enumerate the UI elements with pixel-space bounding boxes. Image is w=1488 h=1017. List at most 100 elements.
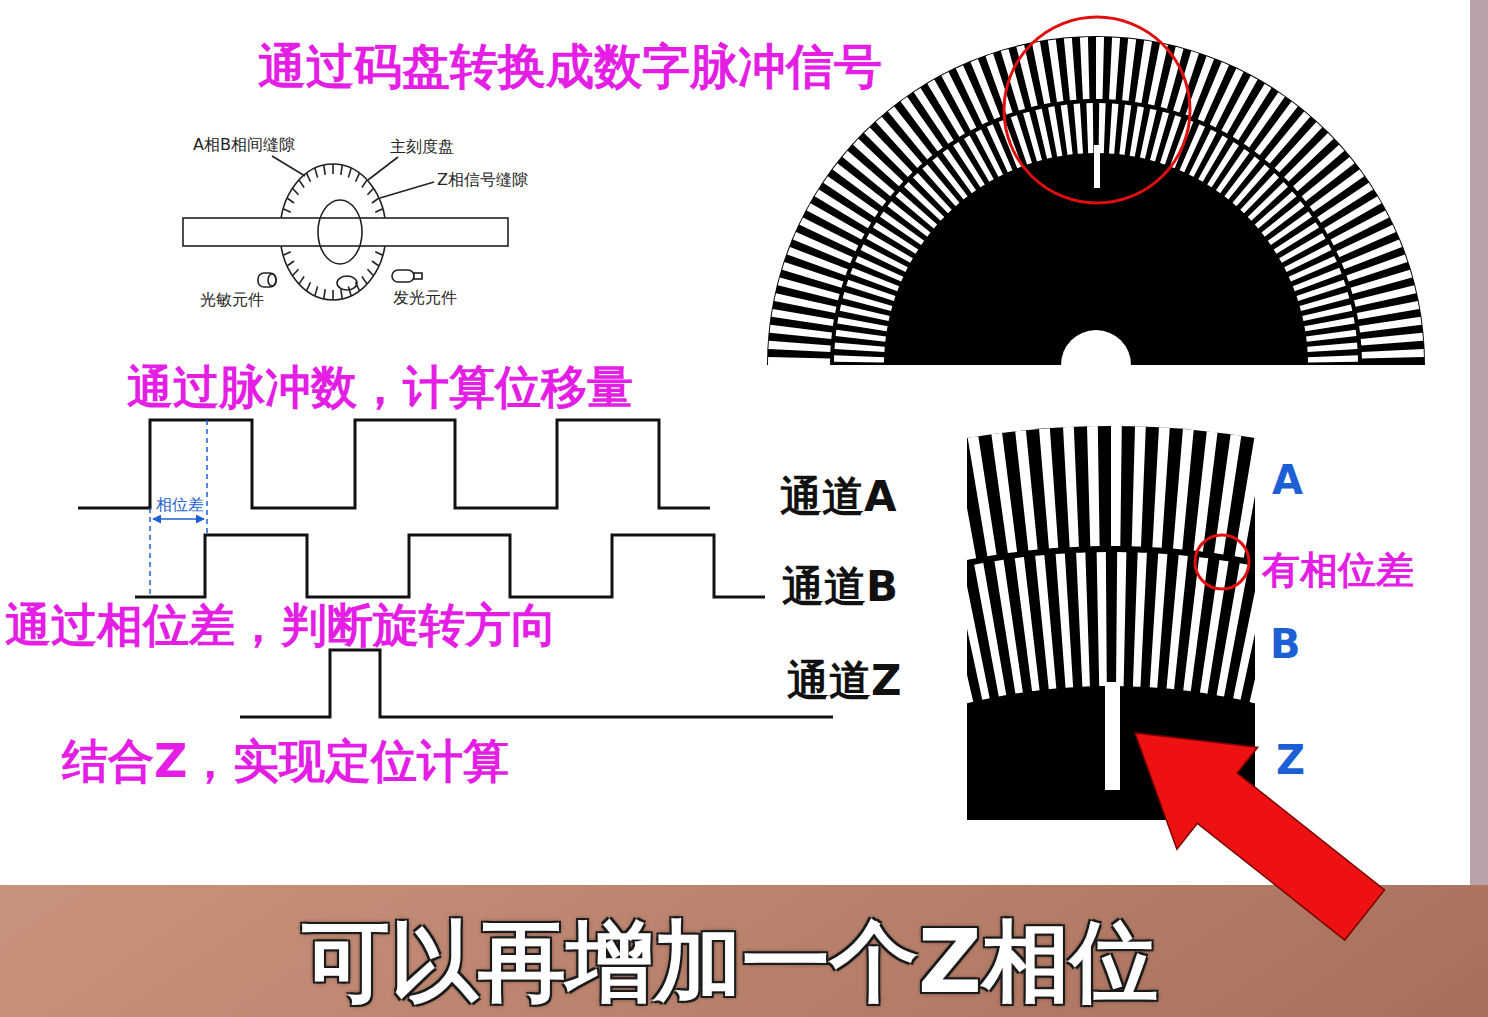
zoom-stripe xyxy=(1116,552,1126,686)
disc-tick xyxy=(287,198,294,203)
disc-stripe xyxy=(1109,103,1118,153)
disc-stripe xyxy=(768,357,830,365)
zoom-stripe xyxy=(1150,553,1168,687)
disc-tick xyxy=(324,165,325,175)
zoom-stripe xyxy=(1097,552,1107,686)
track-label: A xyxy=(1272,458,1303,502)
zoom-stripe xyxy=(1152,427,1169,547)
disc-stripe xyxy=(768,341,830,352)
photo-strip xyxy=(1470,0,1488,885)
zoom-stripe xyxy=(1233,567,1255,700)
disc-tick xyxy=(299,180,304,188)
disc-stripe xyxy=(1035,109,1052,159)
disc-stripe xyxy=(1032,42,1051,104)
zoom-view xyxy=(967,426,1255,820)
disc-stripe xyxy=(793,232,853,263)
zoom-stripe xyxy=(968,436,997,556)
disc-tick xyxy=(356,173,360,182)
light-emitter-lead xyxy=(414,273,422,279)
highlight-circle xyxy=(1004,17,1190,203)
zoom-stripe xyxy=(1015,557,1040,691)
disc-stripe xyxy=(975,130,1003,177)
disc-stripe xyxy=(836,330,886,342)
part-label: 发光元件 xyxy=(393,289,457,307)
disc-stripe xyxy=(1119,105,1131,155)
disc-stripe xyxy=(1096,37,1104,99)
disc-stripe xyxy=(1357,301,1419,320)
z-slot xyxy=(1105,682,1120,790)
disc-hub xyxy=(1061,330,1131,365)
disc-stripe xyxy=(1109,37,1120,99)
disc-stripe xyxy=(1048,106,1062,156)
disc-tick xyxy=(292,188,298,194)
phase-guide xyxy=(149,508,151,597)
disc-stripe xyxy=(1304,317,1354,331)
phase-label: 相位差 xyxy=(156,496,204,514)
phase-arrow xyxy=(153,518,204,520)
disc-tick xyxy=(341,165,342,175)
disc-tick xyxy=(348,168,351,177)
zoom-body xyxy=(967,426,1255,820)
disc-tick xyxy=(372,261,379,266)
zoom-stripe xyxy=(1039,428,1058,548)
zoom-stripe xyxy=(1063,427,1079,547)
disc-stripe xyxy=(834,343,884,352)
disc-tick xyxy=(283,209,291,212)
part-label: 主刻度盘 xyxy=(390,138,454,156)
disc-tick xyxy=(372,198,379,203)
part-label: 光敏元件 xyxy=(200,291,264,309)
highlight-circle xyxy=(1195,535,1249,589)
disc-stripe xyxy=(799,218,858,252)
zoom-stripe xyxy=(1035,555,1056,689)
zoom-stripe xyxy=(1076,552,1090,686)
channel-b-wave xyxy=(135,535,765,597)
disc-stripe xyxy=(1302,304,1352,321)
z-slot xyxy=(1094,145,1100,188)
disc-tick xyxy=(315,287,318,296)
disc-stripe xyxy=(1135,41,1152,103)
disc-stripe xyxy=(1307,343,1357,352)
disc-tick xyxy=(375,209,383,212)
disc-stripe xyxy=(772,309,834,326)
disc-stripe xyxy=(1362,349,1424,359)
disc-stripe xyxy=(1086,103,1093,153)
disc-stripe xyxy=(1361,333,1423,346)
disc-tick xyxy=(299,276,304,284)
disc-tick xyxy=(287,261,294,266)
signal-name: 通道A xyxy=(780,474,897,520)
disc-stripe xyxy=(1331,210,1389,245)
zoom-stripes xyxy=(967,426,1255,713)
zoom-stripe xyxy=(1087,426,1100,546)
disc-tick xyxy=(367,188,373,194)
disc-tick xyxy=(348,287,351,296)
zoom-stripe xyxy=(1173,429,1194,549)
disc-tick xyxy=(283,252,291,255)
shaft xyxy=(183,218,508,246)
photo-sensor xyxy=(258,273,276,287)
disc-stripe xyxy=(770,325,832,339)
waveforms xyxy=(78,420,833,717)
disc-tick xyxy=(341,289,342,299)
track-label: B xyxy=(1270,622,1301,666)
note-text: 通过相位差，判断旋转方向 xyxy=(5,600,557,651)
disc-stripe xyxy=(1198,62,1229,122)
subtitle: 可以再增加一个Z相位 xyxy=(302,918,1158,1006)
disc-stripe xyxy=(1080,37,1090,99)
disc-tick xyxy=(332,164,334,174)
disc-stripe xyxy=(1064,38,1077,100)
zoom-stripe xyxy=(1015,430,1037,550)
slide-title: 通过码盘转换成数字脉冲信号 xyxy=(258,40,882,93)
signal-name: 通道Z xyxy=(787,658,901,704)
disc-tick xyxy=(332,290,334,300)
disc-stripe xyxy=(1308,355,1358,362)
leader-line xyxy=(368,157,398,180)
zoom-stripe xyxy=(1167,555,1188,689)
photo-sensor-lens xyxy=(268,274,276,286)
channel-a-wave xyxy=(78,420,710,508)
disc-stripe xyxy=(941,72,976,130)
zoom-stripe xyxy=(1056,553,1074,687)
note-text: 通过脉冲数，计算位移量 xyxy=(127,362,633,413)
disc-tick xyxy=(375,252,383,255)
track-label: Z xyxy=(1276,738,1305,782)
